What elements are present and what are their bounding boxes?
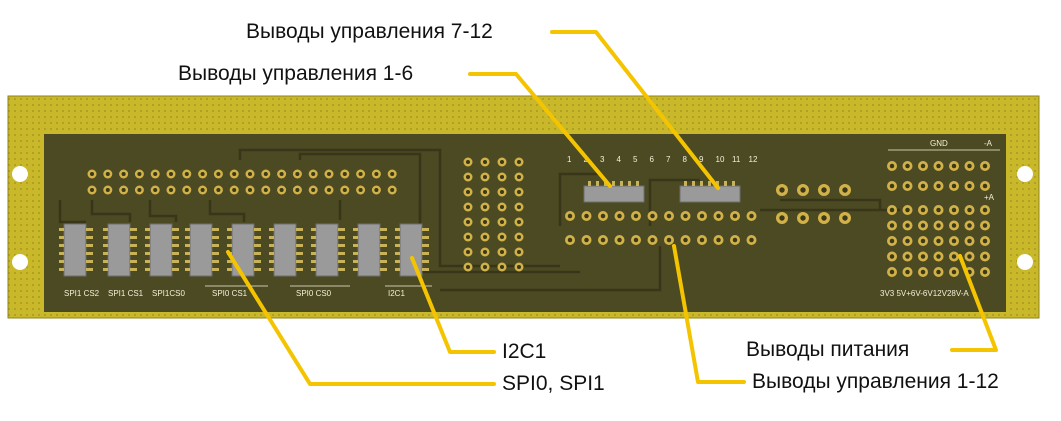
board-center bbox=[44, 134, 1006, 312]
silk-spi0-cs0: SPI0 CS0 bbox=[296, 289, 332, 298]
header-pins-left bbox=[87, 169, 397, 195]
vertical-connector bbox=[149, 223, 173, 277]
mounting-hole bbox=[1017, 166, 1033, 182]
pin-number: 3 bbox=[600, 155, 605, 164]
pin-grids bbox=[463, 157, 990, 277]
pin-number: 6 bbox=[650, 155, 655, 164]
vertical-connector bbox=[399, 223, 423, 277]
mounting-hole bbox=[1017, 254, 1033, 270]
callout-lines bbox=[226, 30, 998, 386]
callout-spi: SPI0, SPI1 bbox=[502, 372, 605, 395]
pin-number: 9 bbox=[699, 155, 704, 164]
callout-control-7-12: Выводы управления 7-12 bbox=[246, 20, 493, 43]
silk-spi1-cs0: SPI1CS0 bbox=[152, 289, 185, 298]
silk-i2c1: I2C1 bbox=[388, 289, 405, 298]
pin-number: 10 bbox=[716, 155, 725, 164]
callout-i2c1: I2C1 bbox=[502, 340, 547, 363]
callout-line-spi bbox=[226, 250, 496, 386]
callout-control-1-6: Выводы управления 1-6 bbox=[178, 62, 414, 85]
pin-number: 8 bbox=[683, 155, 688, 164]
pin-number: 12 bbox=[749, 155, 758, 164]
horizontal-connector bbox=[583, 185, 645, 203]
vertical-connector bbox=[231, 223, 255, 277]
vertical-connector bbox=[63, 223, 87, 277]
vertical-connector bbox=[315, 223, 339, 277]
silk-spi1-cs1: SPI1 CS1 bbox=[108, 289, 144, 298]
pin-number: 11 bbox=[732, 155, 741, 164]
silk-gnd: GND bbox=[930, 139, 948, 148]
horizontal-connector bbox=[679, 185, 741, 203]
mounting-hole bbox=[12, 166, 28, 182]
silk-plus-a: +A bbox=[984, 193, 995, 202]
silk-minus-a: -A bbox=[984, 139, 993, 148]
callout-line-control-1-6 bbox=[468, 72, 612, 188]
vertical-connector bbox=[273, 223, 297, 277]
callout-line-control-1-12 bbox=[672, 244, 746, 384]
callout-line-i2c1 bbox=[410, 256, 496, 354]
callout-control-1-12: Выводы управления 1-12 bbox=[752, 370, 999, 393]
vertical-connector bbox=[357, 223, 381, 277]
traces bbox=[58, 148, 900, 292]
vertical-connector bbox=[189, 223, 213, 277]
callout-line-power bbox=[950, 254, 998, 352]
pin-number: 4 bbox=[617, 155, 622, 164]
pin-number: 1 bbox=[567, 155, 572, 164]
pin-number: 7 bbox=[666, 155, 671, 164]
silk-power-rail: 3V3 5V+6V-6V12V28V-A bbox=[880, 289, 969, 298]
silk-spi0-cs1: SPI0 CS1 bbox=[212, 289, 248, 298]
pin-number: 5 bbox=[633, 155, 638, 164]
connectors bbox=[59, 181, 741, 277]
callout-line-control-7-12 bbox=[550, 30, 720, 190]
mounting-hole bbox=[12, 254, 28, 270]
callout-power: Выводы питания bbox=[746, 338, 910, 361]
silk-spi1-cs2: SPI1 CS2 bbox=[64, 289, 100, 298]
vertical-connector bbox=[107, 223, 131, 277]
